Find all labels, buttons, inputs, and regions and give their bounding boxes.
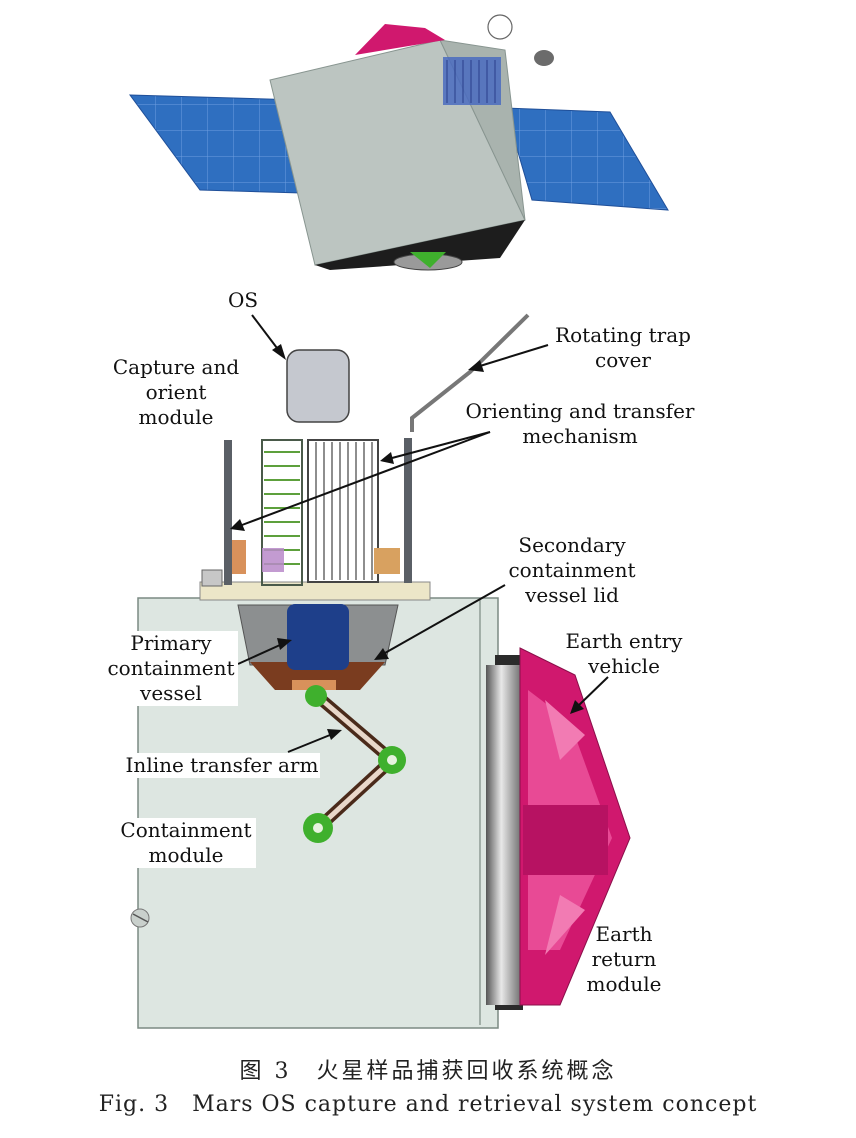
caption-english: Fig. 3 Mars OS capture and retrieval sys… bbox=[98, 1092, 758, 1117]
vessel-lid-brown bbox=[250, 662, 385, 690]
arrow-earth-entry bbox=[570, 676, 609, 714]
capture-orient-module bbox=[199, 313, 530, 601]
cage bbox=[307, 439, 379, 583]
label-rotating-trap-cover: Rotating trap cover bbox=[555, 323, 691, 372]
capture-module-lines bbox=[446, 60, 496, 103]
earth-entry-vehicle bbox=[519, 647, 631, 1006]
label-os: OS bbox=[228, 288, 259, 312]
left-orange-bracket bbox=[232, 540, 246, 574]
label-inline-transfer-arm: Inline transfer arm bbox=[124, 753, 320, 778]
ladder-rungs bbox=[264, 451, 300, 565]
caption-chinese: 图 3 火星样品捕获回收系统概念 bbox=[239, 1059, 617, 1084]
right-post bbox=[404, 438, 412, 583]
primary-vessel bbox=[287, 604, 349, 670]
arrow-orienting-2 bbox=[230, 431, 491, 531]
leader-arrows bbox=[230, 314, 609, 753]
arrow-orienting-1 bbox=[380, 431, 491, 464]
label-containment-module: Containment module bbox=[116, 818, 256, 868]
right-solar-panel bbox=[504, 107, 669, 211]
vessel-flange bbox=[292, 680, 336, 690]
label-capture-orient-module: Capture and orient module bbox=[112, 355, 240, 429]
side-fastener bbox=[130, 908, 150, 928]
arrow-secondary-lid bbox=[374, 584, 506, 660]
label-primary-containment-vessel: Primary containment vessel bbox=[104, 631, 238, 706]
dish-mount bbox=[410, 252, 446, 268]
side-ring bbox=[486, 665, 520, 1005]
trap-cover-disc bbox=[487, 14, 513, 40]
arrow-inline-arm bbox=[287, 729, 342, 753]
module-base-plate bbox=[199, 581, 431, 601]
arrow-os bbox=[251, 314, 286, 360]
label-earth-entry-vehicle: Earth entry vehicle bbox=[565, 629, 683, 678]
containment-vessel bbox=[237, 604, 399, 690]
right-orange-bracket bbox=[374, 548, 400, 574]
inline-transfer-arm bbox=[303, 685, 406, 843]
label-secondary-containment-lid: Secondary containment vessel lid bbox=[508, 533, 636, 607]
satellite bbox=[128, 14, 669, 271]
os-sample bbox=[286, 349, 350, 423]
cage-bars bbox=[315, 442, 373, 580]
capture-module-top bbox=[443, 57, 501, 105]
earth-entry-vehicle-top bbox=[355, 24, 445, 55]
purple-piece bbox=[262, 548, 284, 572]
ladder-frame bbox=[261, 439, 303, 586]
label-orienting-transfer-mechanism: Orienting and transfer mechanism bbox=[465, 399, 695, 448]
base-small-box bbox=[201, 569, 223, 587]
rotating-trap-cover bbox=[410, 313, 530, 432]
arrow-trap-cover bbox=[468, 344, 549, 372]
label-earth-return-module: Earth return module bbox=[586, 922, 662, 996]
left-post bbox=[224, 440, 232, 585]
satellite-bottom bbox=[315, 220, 525, 270]
os-canister-small bbox=[534, 50, 554, 66]
arrow-primary-vessel bbox=[237, 638, 292, 665]
